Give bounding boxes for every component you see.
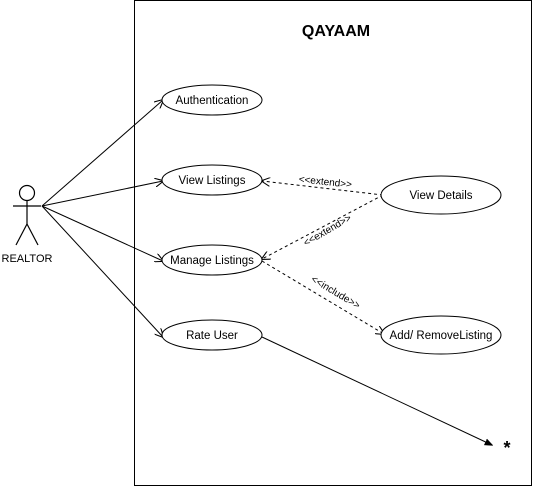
- loose-end-mark: *: [503, 438, 510, 458]
- association-manage-listings: [41, 205, 163, 261]
- actor-right-leg: [26, 223, 39, 246]
- use-case-manage-listings[interactable]: Manage Listings: [161, 244, 263, 276]
- use-case-view-listings-ellipse: [161, 164, 263, 196]
- actor-left-leg: [15, 223, 28, 246]
- association-view-listings: [41, 181, 163, 207]
- rate-user-loose-association: [261, 336, 492, 445]
- realtor-actor[interactable]: [13, 184, 41, 246]
- use-case-rate-user-ellipse: [161, 319, 263, 351]
- association-rate-user: [41, 205, 163, 337]
- use-case-authentication-ellipse: [161, 84, 263, 116]
- system-boundary: [134, 0, 532, 486]
- use-case-authentication-label: Authentication: [176, 95, 249, 107]
- use-case-rate-user-label: Rate User: [186, 330, 238, 342]
- use-case-manage-listings-ellipse: [161, 244, 263, 276]
- actor-head: [18, 184, 36, 202]
- use-case-view-details[interactable]: View Details: [380, 175, 502, 215]
- use-case-view-details-label: View Details: [409, 190, 472, 202]
- use-case-add-remove-listing[interactable]: Add/ RemoveListing: [380, 315, 502, 355]
- extend-dependency-manage-listings: [262, 194, 384, 259]
- use-case-add-remove-listing-ellipse: [380, 315, 502, 355]
- system-title: QAYAAM: [302, 23, 370, 40]
- association-authentication: [41, 100, 163, 207]
- actor-label: REALTOR: [2, 253, 53, 265]
- use-case-authentication[interactable]: Authentication: [161, 84, 263, 116]
- use-case-add-remove-listing-label: Add/ RemoveListing: [390, 330, 493, 342]
- use-case-rate-user[interactable]: Rate User: [161, 319, 263, 351]
- use-case-manage-listings-label: Manage Listings: [170, 255, 254, 267]
- use-case-view-details-ellipse: [380, 175, 502, 215]
- use-case-view-listings-label: View Listings: [179, 175, 246, 187]
- use-case-view-listings[interactable]: View Listings: [161, 164, 263, 196]
- extend-dependency-view-listings: [262, 181, 384, 196]
